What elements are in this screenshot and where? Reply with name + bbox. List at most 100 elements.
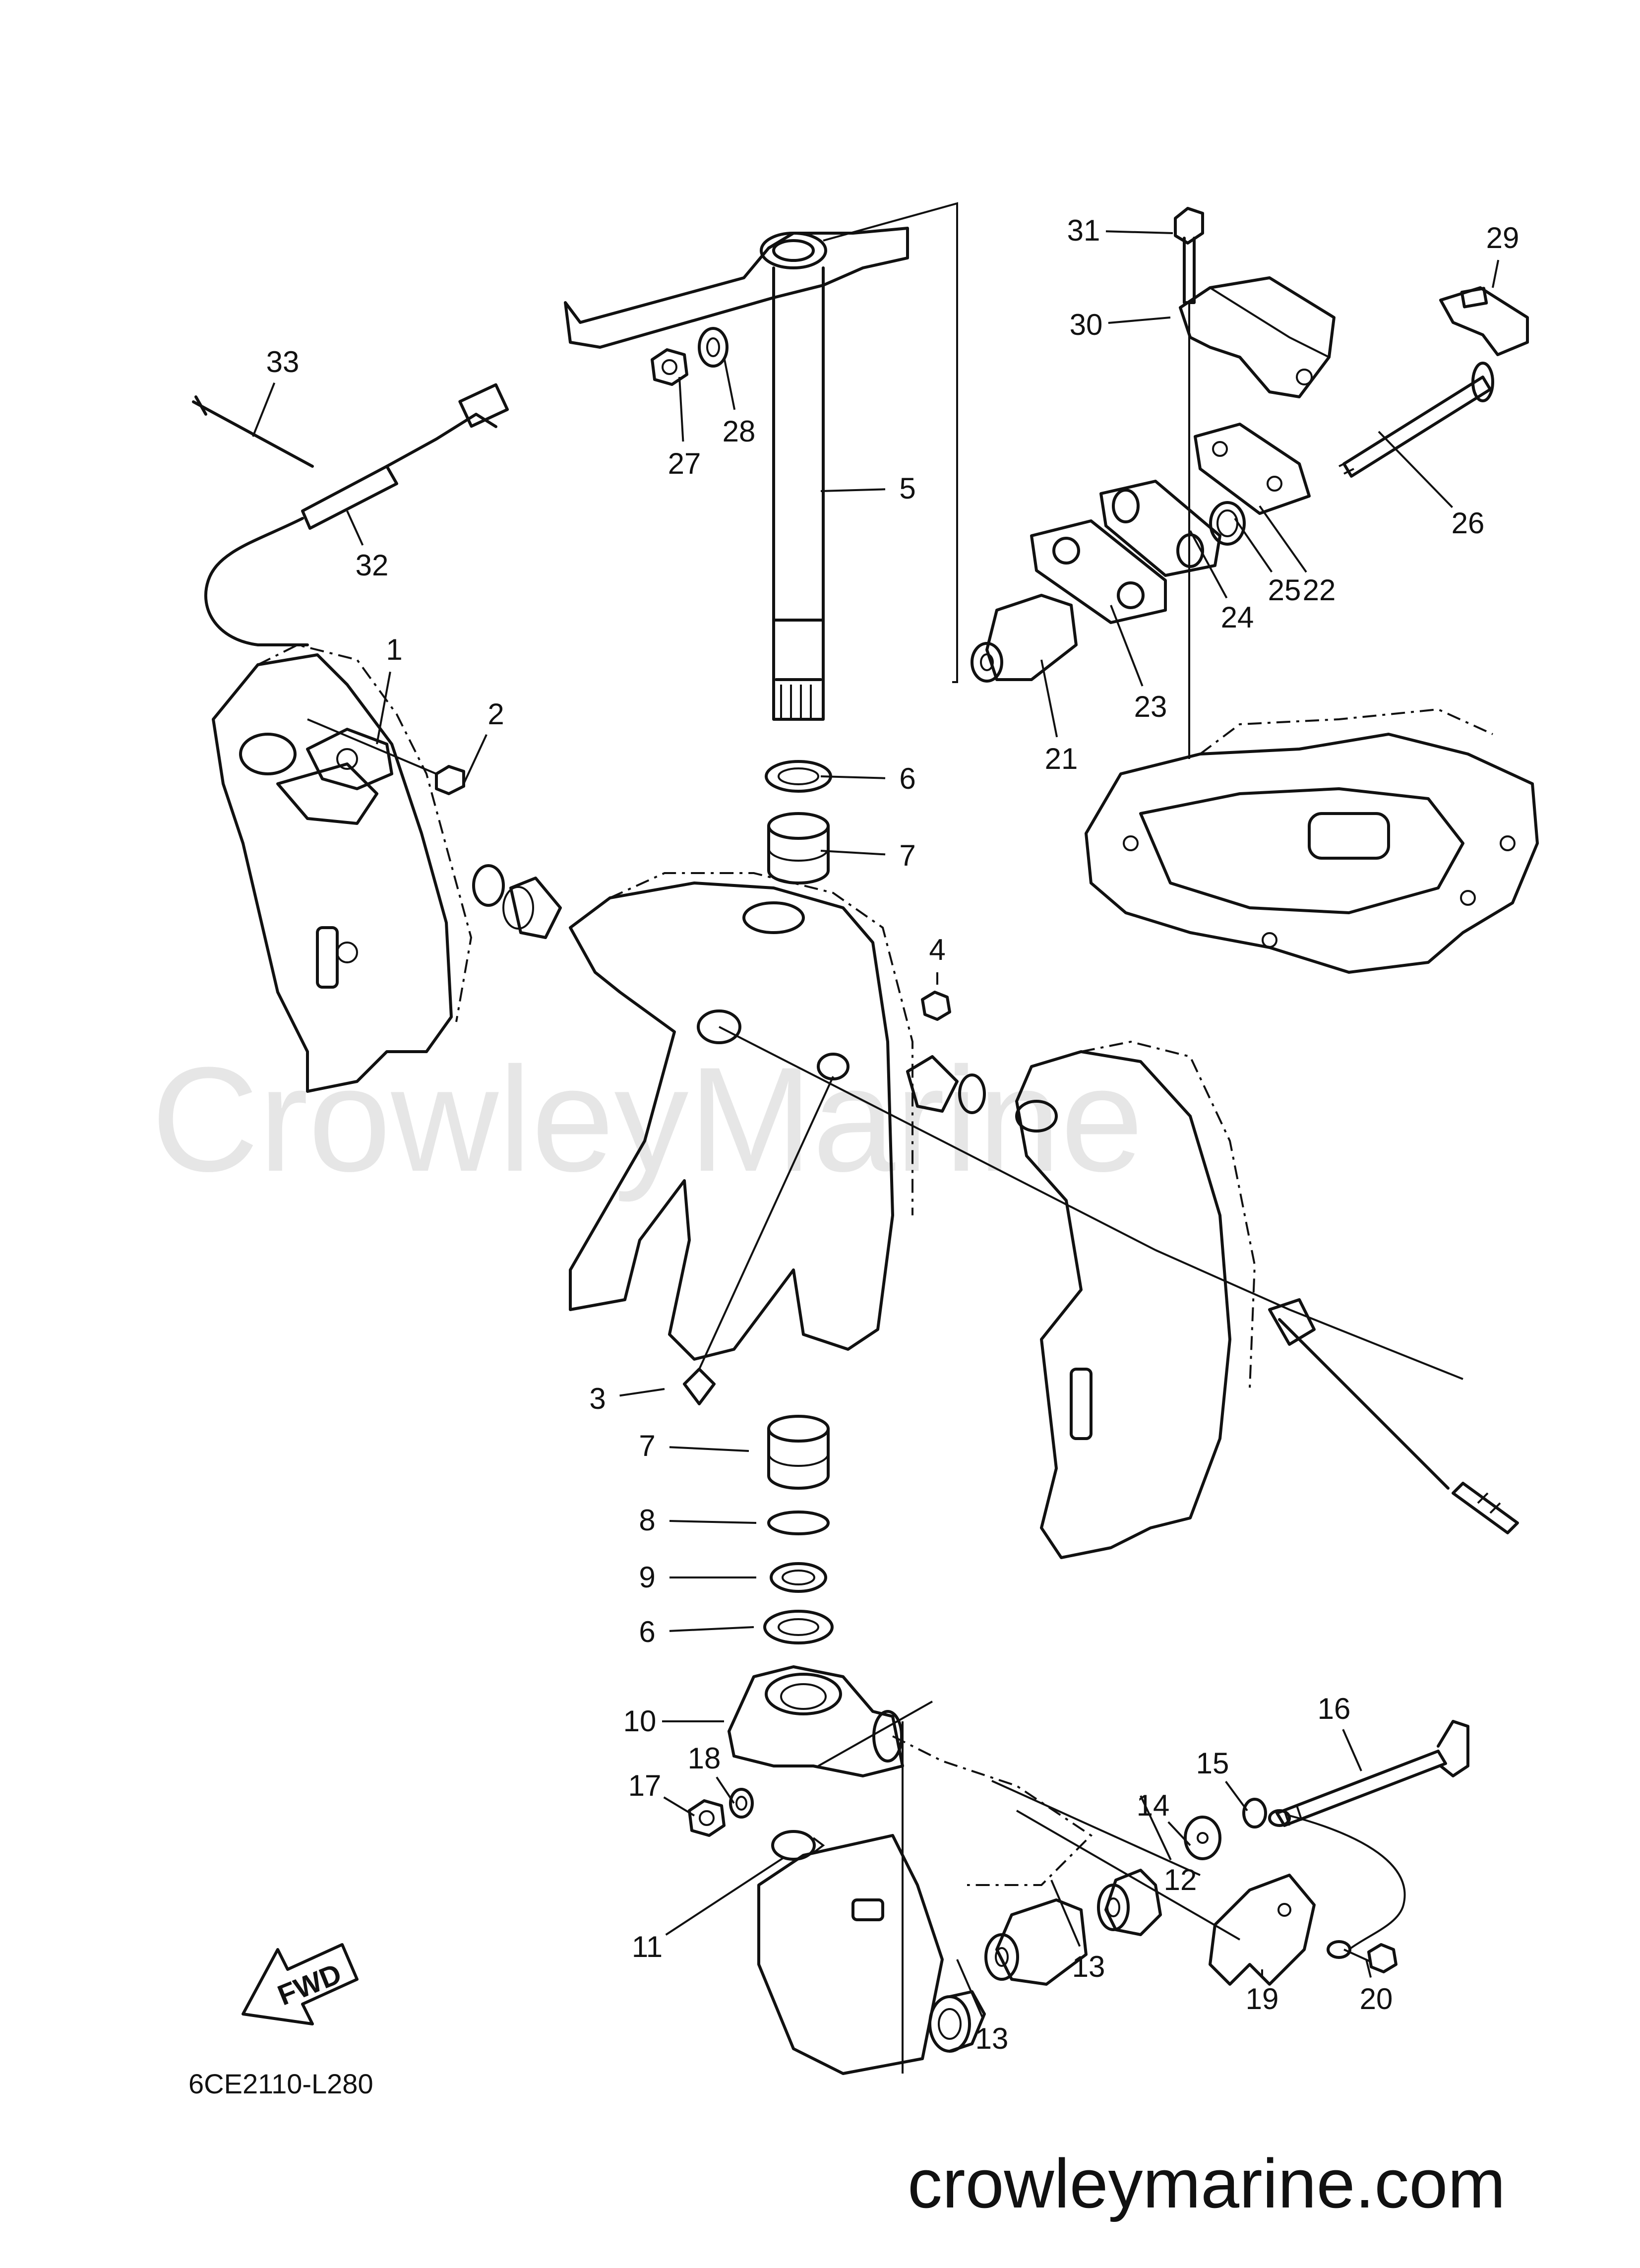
watermark: CrowleyMarine: [151, 1036, 1144, 1203]
plate-22: [1194, 423, 1311, 515]
callout-label: 31: [1067, 214, 1100, 247]
clamp-29: [1439, 286, 1529, 356]
leader-line: [665, 1857, 785, 1936]
diagram-code: 6CE2110-L280: [188, 2068, 373, 2099]
cover-19: [1209, 1874, 1316, 1986]
callout-c7: 7: [820, 839, 916, 872]
callout-label: 21: [1045, 742, 1078, 775]
callout-label: 10: [623, 1704, 657, 1738]
callout-label: 29: [1486, 221, 1519, 254]
callout-label: 14: [1137, 1789, 1170, 1822]
o-ring-8: [767, 1511, 830, 1535]
mount-13b: [928, 1990, 986, 2053]
washer-18: [729, 1788, 754, 1819]
callout-label: 13: [975, 2022, 1009, 2055]
leader-line: [956, 1959, 984, 2019]
callout-c27: 27: [668, 377, 701, 480]
callout-c19: 19: [1246, 1969, 1279, 2016]
callout-c11: 11: [632, 1857, 785, 1963]
leader-line: [1108, 316, 1171, 324]
callout-c6b: 6: [639, 1615, 754, 1648]
callout-label: 15: [1196, 1747, 1229, 1780]
callout-c1: 1: [376, 633, 403, 745]
callout-label: 12: [1164, 1863, 1197, 1896]
leader-line: [820, 850, 886, 856]
leader-line: [346, 510, 364, 546]
callout-label: 27: [668, 447, 701, 480]
leader-line: [1259, 505, 1307, 573]
leader-line: [663, 1796, 695, 1817]
callout-label: 7: [639, 1429, 655, 1462]
leader-line: [716, 1776, 735, 1804]
steering-shaft-assembly: [564, 202, 958, 721]
bushing-7-top: [767, 812, 830, 884]
bushing-7-lower: [767, 1415, 830, 1490]
lower-mount-housing: [757, 1721, 1241, 2075]
callout-c13: 13: [1050, 1880, 1105, 1983]
callout-label: 16: [1318, 1692, 1351, 1725]
callout-label: 33: [266, 345, 300, 378]
callout-c9: 9: [639, 1561, 756, 1594]
callout-label: 1: [386, 633, 402, 666]
callout-label: 6: [899, 762, 915, 795]
plate-23: [1030, 519, 1167, 624]
callout-label: 6: [639, 1615, 655, 1648]
callout-label: 2: [487, 697, 504, 731]
engine-base: [1085, 708, 1539, 974]
callout-label: 8: [639, 1504, 655, 1537]
callout-label: 7: [899, 839, 915, 872]
callout-c30: 30: [1070, 308, 1171, 341]
leader-line: [669, 1626, 754, 1632]
callout-c13b: 13: [956, 1959, 1009, 2055]
steering-yoke-10: [728, 1665, 933, 1777]
callout-c22: 22: [1259, 505, 1336, 607]
callout-c29: 29: [1486, 221, 1519, 288]
callout-c23: 23: [1110, 605, 1167, 723]
callout-c28: 28: [723, 357, 755, 448]
washer-15: [1242, 1798, 1267, 1828]
callout-c21: 21: [1040, 659, 1078, 775]
callout-c31: 31: [1067, 214, 1173, 247]
callout-label: 24: [1221, 601, 1254, 634]
leader-line: [669, 1520, 757, 1524]
leader-line: [1342, 1729, 1362, 1771]
leader-line: [1105, 230, 1173, 234]
plate-24: [1099, 480, 1221, 577]
callout-c7b: 7: [639, 1429, 749, 1462]
callout-c12: 12: [1140, 1795, 1197, 1896]
callout-label: 4: [929, 933, 945, 966]
leader-line: [723, 357, 736, 410]
fwd-arrow-icon: FWD: [242, 1943, 359, 2025]
website-label: crowleymarine.com: [908, 2144, 1506, 2222]
callout-c6: 6: [820, 762, 916, 795]
callout-label: 26: [1452, 506, 1485, 540]
ground-wire: [1268, 1809, 1406, 1959]
leader-line: [1225, 1781, 1248, 1812]
callout-c4: 4: [929, 933, 946, 985]
right-collar: [906, 1055, 986, 1114]
callout-c14: 14: [1137, 1789, 1191, 1846]
callout-c2: 2: [463, 697, 504, 784]
cover-30: [1179, 276, 1336, 398]
callout-c16: 16: [1318, 1692, 1362, 1771]
callout-label: 19: [1246, 1982, 1279, 2016]
callout-label: 25: [1268, 573, 1301, 607]
bolt-26: [1338, 362, 1494, 478]
washer-14: [1184, 1816, 1221, 1860]
bolt-16: [1276, 1720, 1469, 1827]
leader-line: [678, 377, 684, 442]
callout-label: 30: [1070, 308, 1103, 341]
callout-c10: 10: [623, 1704, 724, 1738]
callout-c17: 17: [628, 1769, 695, 1817]
nut-4: [921, 991, 951, 1021]
callout-c18: 18: [688, 1742, 735, 1804]
callout-c3: 3: [589, 1382, 665, 1415]
bolt-31: [1174, 207, 1204, 304]
leader-line: [1365, 1959, 1372, 1978]
callout-c8: 8: [639, 1504, 757, 1537]
callout-label: 13: [1072, 1950, 1105, 1983]
leader-line: [1189, 530, 1228, 599]
callout-c33: 33: [252, 345, 300, 437]
leader-line: [1050, 1880, 1081, 1947]
